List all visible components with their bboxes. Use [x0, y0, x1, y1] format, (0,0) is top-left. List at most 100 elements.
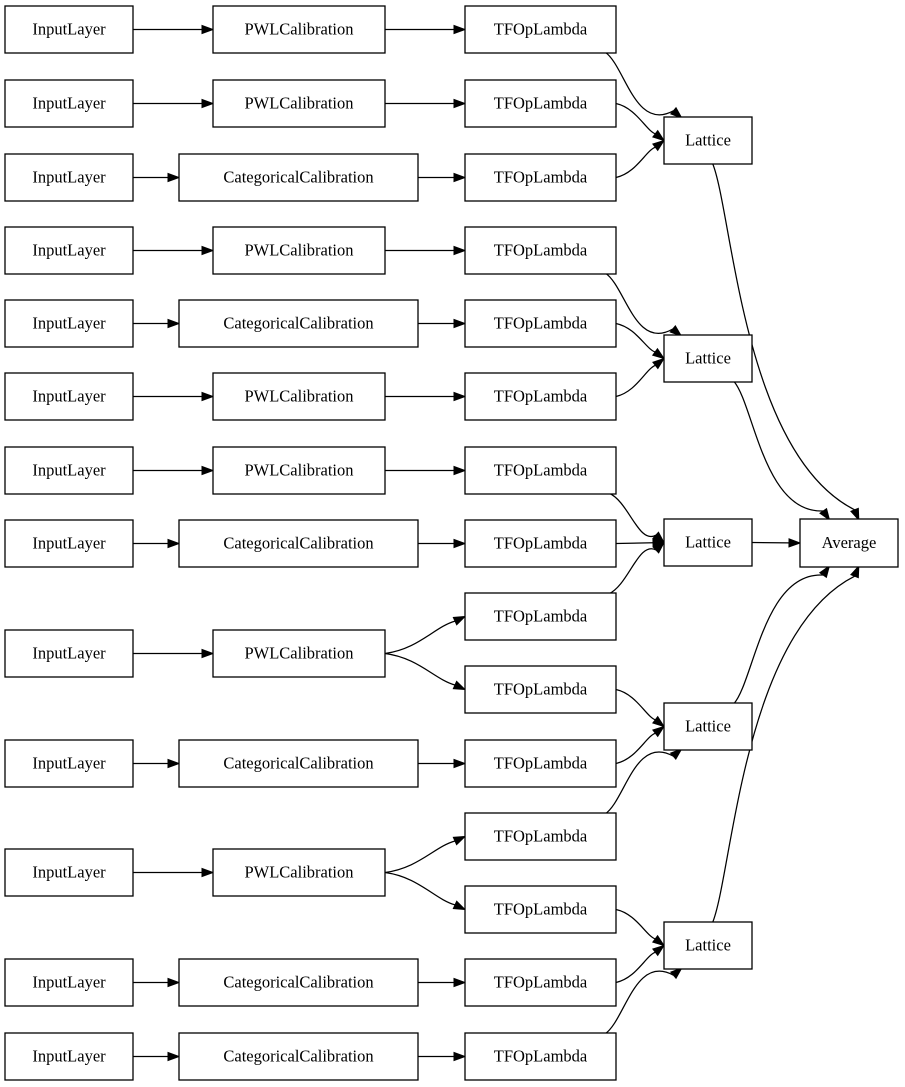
node-in6-input-layer[interactable]: InputLayer [4, 372, 134, 421]
edge-line [384, 840, 456, 874]
edge-line [711, 575, 855, 924]
node-in4-input-layer[interactable]: InputLayer [4, 226, 134, 275]
edge-line [615, 146, 656, 179]
node-box [663, 921, 753, 970]
node-lat4-lattice[interactable]: Lattice [663, 702, 753, 751]
edge-in7-to-cal7 [133, 465, 215, 476]
node-in1-input-layer[interactable]: InputLayer [4, 5, 134, 54]
arrow-head-icon [452, 680, 467, 691]
edge-op7-to-lat3 [608, 492, 666, 544]
node-cal6-pwlcalibration[interactable]: PWLCalibration [212, 372, 386, 421]
node-op3-tfop-lambda[interactable]: TFOpLambda [464, 153, 617, 202]
node-op7-tfop-lambda[interactable]: TFOpLambda [464, 446, 617, 495]
node-in12-input-layer[interactable]: InputLayer [4, 958, 134, 1007]
node-op2-tfop-lambda[interactable]: TFOpLambda [464, 79, 617, 128]
node-op14-tfop-lambda[interactable]: TFOpLambda [464, 958, 617, 1007]
node-op9-tfop-lambda[interactable]: TFOpLambda [464, 592, 617, 641]
edge-cal9-to-op10 [384, 652, 467, 691]
node-in13-input-layer[interactable]: InputLayer [4, 1032, 134, 1081]
node-lat3-lattice[interactable]: Lattice [663, 518, 753, 567]
edge-in3-to-cal3 [133, 172, 181, 183]
edge-in2-to-cal2 [133, 98, 215, 109]
arrow-head-icon [453, 465, 467, 476]
node-cal9-pwlcalibration[interactable]: PWLCalibration [212, 629, 386, 678]
arrow-head-icon [652, 944, 666, 957]
edge-line [608, 548, 657, 595]
node-box [663, 518, 753, 567]
node-box [464, 665, 617, 714]
node-box [178, 519, 419, 568]
edge-cal4-to-op4 [385, 245, 467, 256]
edge-line [604, 272, 674, 334]
node-op5-tfop-lambda[interactable]: TFOpLambda [464, 299, 617, 348]
node-in2-input-layer[interactable]: InputLayer [4, 79, 134, 128]
edge-cal2-to-op2 [385, 98, 467, 109]
node-cal4-pwlcalibration[interactable]: PWLCalibration [212, 226, 386, 275]
node-box [464, 153, 617, 202]
node-in10-input-layer[interactable]: InputLayer [4, 739, 134, 788]
edge-op10-to-lat4 [615, 688, 666, 728]
node-op6-tfop-lambda[interactable]: TFOpLambda [464, 372, 617, 421]
edge-in9-to-cal9 [133, 648, 215, 659]
node-cal5-categorical-calibration[interactable]: CategoricalCalibration [178, 299, 419, 348]
node-lat5-lattice[interactable]: Lattice [663, 921, 753, 970]
node-op11-tfop-lambda[interactable]: TFOpLambda [464, 739, 617, 788]
node-cal2-pwlcalibration[interactable]: PWLCalibration [212, 79, 386, 128]
node-cal7-pwlcalibration[interactable]: PWLCalibration [212, 446, 386, 495]
node-box [663, 116, 753, 165]
node-cal1-pwlcalibration[interactable]: PWLCalibration [212, 5, 386, 54]
arrow-head-icon [201, 648, 215, 659]
edge-line [615, 102, 656, 135]
arrow-head-icon [453, 245, 467, 256]
edge-line [615, 732, 656, 765]
arrow-head-icon [453, 1051, 467, 1062]
edge-cal9-to-op9 [384, 615, 467, 655]
node-op15-tfop-lambda[interactable]: TFOpLambda [464, 1032, 617, 1081]
arrow-head-icon [652, 725, 666, 738]
node-in8-input-layer[interactable]: InputLayer [4, 519, 134, 568]
node-layer: InputLayerInputLayerInputLayerInputLayer… [4, 5, 899, 1081]
edge-cal8-to-op8 [418, 538, 467, 549]
edge-op11-to-lat4 [615, 725, 666, 765]
node-box [4, 848, 134, 897]
edge-in1-to-cal1 [133, 24, 215, 35]
node-in9-input-layer[interactable]: InputLayer [4, 629, 134, 678]
arrow-head-icon [453, 98, 467, 109]
arrow-head-icon [652, 357, 666, 370]
node-box [212, 372, 386, 421]
node-op4-tfop-lambda[interactable]: TFOpLambda [464, 226, 617, 275]
edge-op5-to-lat2 [615, 322, 666, 360]
arrow-head-icon [651, 347, 666, 360]
node-in7-input-layer[interactable]: InputLayer [4, 446, 134, 495]
node-op8-tfop-lambda[interactable]: TFOpLambda [464, 519, 617, 568]
edge-in13-to-cal13 [133, 1051, 181, 1062]
node-cal10-categorical-calibration[interactable]: CategoricalCalibration [178, 739, 419, 788]
node-op1-tfop-lambda[interactable]: TFOpLambda [464, 5, 617, 54]
edge-line [733, 574, 824, 705]
node-in11-input-layer[interactable]: InputLayer [4, 848, 134, 897]
node-cal8-categorical-calibration[interactable]: CategoricalCalibration [178, 519, 419, 568]
arrow-head-icon [452, 900, 467, 911]
edge-line [615, 364, 656, 398]
node-lat2-lattice[interactable]: Lattice [663, 334, 753, 383]
node-op10-tfop-lambda[interactable]: TFOpLambda [464, 665, 617, 714]
node-cal3-categorical-calibration[interactable]: CategoricalCalibration [178, 153, 419, 202]
node-in5-input-layer[interactable]: InputLayer [4, 299, 134, 348]
arrow-head-icon [652, 139, 666, 152]
node-cal13-categorical-calibration[interactable]: CategoricalCalibration [178, 1032, 419, 1081]
node-in3-input-layer[interactable]: InputLayer [4, 153, 134, 202]
edge-lat4-to-avg [733, 564, 831, 705]
node-avg-average[interactable]: Average [799, 518, 899, 568]
node-lat1-lattice[interactable]: Lattice [663, 116, 753, 165]
node-box [4, 299, 134, 348]
node-box [4, 372, 134, 421]
node-cal12-categorical-calibration[interactable]: CategoricalCalibration [178, 958, 419, 1007]
node-box [464, 299, 617, 348]
node-box [464, 226, 617, 275]
edge-cal11-to-op12 [384, 835, 467, 874]
node-op12-tfop-lambda[interactable]: TFOpLambda [464, 812, 617, 861]
node-box [464, 5, 617, 54]
node-op13-tfop-lambda[interactable]: TFOpLambda [464, 885, 617, 934]
edge-line [604, 751, 674, 815]
node-cal11-pwlcalibration[interactable]: PWLCalibration [212, 848, 386, 897]
